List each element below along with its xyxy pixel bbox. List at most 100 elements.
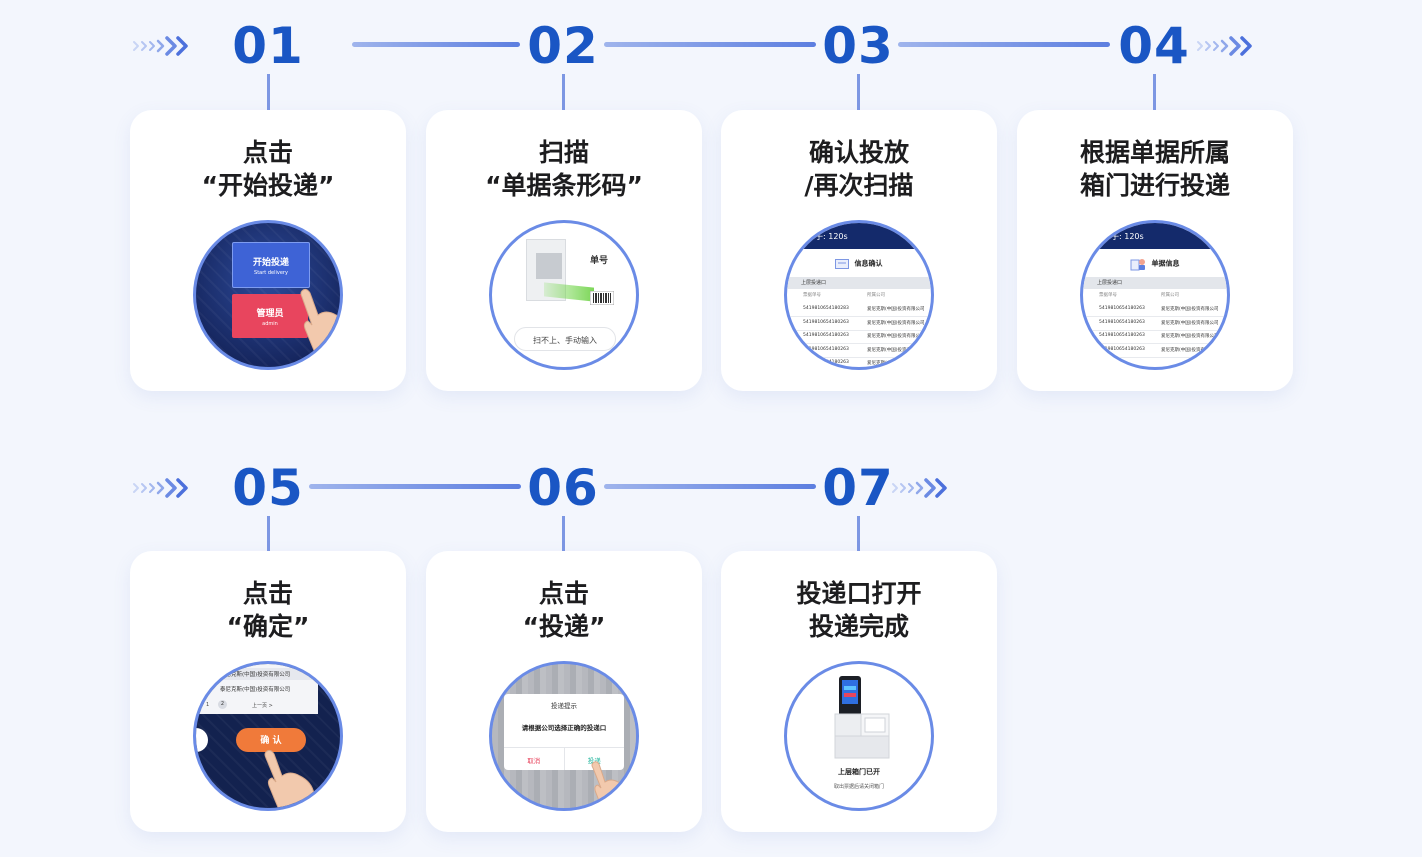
section-label: 上层投递口 — [1097, 280, 1123, 286]
row-company: 爱尼克斯(中国)投资有限公司 — [1161, 334, 1219, 339]
step-number-03: 03 — [822, 17, 894, 75]
step-title-line1: 点击 — [242, 138, 293, 167]
delivery-cabinet-icon — [834, 676, 890, 759]
stem-04 — [1153, 74, 1156, 116]
row-company: 爱尼克斯(中国)投资有限公司 — [867, 334, 925, 339]
trail-arrows-row2 — [891, 476, 957, 500]
step-title-line1: 投递口打开 — [796, 579, 922, 608]
row-order-number: 5419810654180263 — [1099, 319, 1145, 325]
step-title-line2: 投递完成 — [808, 612, 909, 641]
connector-05-06 — [309, 484, 521, 489]
step-illustration-07: 上层箱门已开 取出票据后请关闭箱门 — [784, 661, 934, 811]
list-item: 泰尼克斯(中国)投资有限公司 — [196, 683, 318, 695]
step-title-line1: 确认投放 — [808, 138, 909, 167]
step-title-line1: 点击 — [242, 579, 293, 608]
door-open-status: 上层箱门已开 — [838, 768, 880, 776]
step-illustration-02: 单号 扫不上、手动输入 — [489, 220, 639, 370]
row-order-number: 5419810654180263 — [803, 346, 849, 352]
section-label: 上层投递口 — [801, 280, 827, 286]
document-icon — [835, 258, 850, 269]
pointing-hand-icon — [591, 761, 631, 808]
table-row: 5419810654180263 爱尼克斯(中国)投资有限公司 — [1083, 303, 1227, 317]
deliver-button[interactable]: 投递 — [565, 748, 625, 770]
person-with-document-icon — [1130, 258, 1146, 270]
step-card-07: 投递口打开 投递完成 上层箱门已开 取出票据后请关闭箱门 — [721, 551, 997, 832]
step-title-line2: “确定” — [226, 612, 310, 641]
step-card-05: 点击 “确定” 泰尼克斯(中国)投资有限公司 泰尼克斯(中国)投资有限公司 1 … — [130, 551, 406, 832]
list-item-label: 泰尼克斯(中国)投资有限公司 — [220, 672, 291, 678]
cancel-label: 取消 — [527, 757, 541, 765]
connector-06-07 — [604, 484, 816, 489]
table-header: 票据单号 所属公司 — [1083, 291, 1227, 301]
table-row: 5419810654180263 爱尼克斯(中国)投资有限公司 — [787, 344, 931, 358]
stem-07 — [857, 516, 860, 558]
step-title-06: 点击 “投递” — [426, 577, 702, 643]
step-number-04: 04 — [1118, 17, 1190, 75]
step-title-05: 点击 “确定” — [130, 577, 406, 643]
col-company: 所属公司 — [867, 293, 885, 298]
delivery-dialog: 投递提示 请根据公司选择正确的投递口 取消 投递 — [504, 694, 624, 770]
countdown-timer: 子: 120s — [1111, 232, 1144, 241]
table-header: 票据单号 所属公司 — [787, 291, 931, 301]
countdown-timer: 子: 120s — [815, 232, 848, 241]
step-number-06: 06 — [527, 459, 599, 517]
order-number-label: 单号 — [590, 256, 609, 266]
start-delivery-button[interactable]: 开始投递 Start delivery — [232, 242, 310, 288]
step-title-07: 投递口打开 投递完成 — [721, 577, 997, 643]
row-order-number: 5419810654180263 — [1099, 306, 1145, 311]
cancel-button[interactable]: 取消 — [504, 748, 565, 770]
confirm-button[interactable]: 确 认 — [236, 728, 306, 752]
page-1[interactable]: 1 — [206, 702, 210, 708]
step-title-line1: 扫描 — [538, 138, 589, 167]
row-company: 爱尼克斯(中国)投资有限公司 — [1161, 347, 1219, 353]
dialog-title: 投递提示 — [551, 702, 577, 710]
start-delivery-label: 开始投递 — [252, 258, 289, 268]
admin-button[interactable]: 管理员 admin — [232, 294, 308, 338]
pointing-hand-icon — [264, 749, 317, 808]
step-illustration-01: 开始投递 Start delivery 管理员 admin — [193, 220, 343, 370]
step-title-01: 点击 “开始投递” — [130, 136, 406, 202]
prev-page-link[interactable]: 上一页 > — [252, 703, 273, 709]
row-company: 爱尼克斯(中国)投资有限公司 — [867, 347, 925, 353]
admin-sublabel: admin — [262, 321, 278, 327]
lead-arrows-row1 — [132, 34, 198, 58]
step-title-line2: /再次扫描 — [804, 171, 914, 200]
row-order-number: 5419810654180263 — [803, 333, 849, 338]
close-door-hint: 取出票据后请关闭箱门 — [833, 784, 884, 790]
deliver-label: 投递 — [587, 757, 601, 765]
step-illustration-04: 子: 120s 单据信息 上层投递口 票据单号 所属公司 54198106541… — [1080, 220, 1230, 370]
manual-input-label: 扫不上、手动输入 — [533, 336, 597, 345]
list-item: 泰尼克斯(中国)投资有限公司 — [196, 668, 318, 680]
step-card-06: 点击 “投递” 投递提示 请根据公司选择正确的投递口 取消 投递 — [426, 551, 702, 832]
step-title-line2: “投递” — [522, 612, 606, 641]
start-delivery-sublabel: Start delivery — [254, 270, 288, 276]
connector-01-02 — [352, 42, 520, 47]
step-title-line2: “开始投递” — [201, 171, 335, 200]
stem-01 — [267, 74, 270, 116]
table-row: 5419810654180263 爱尼克斯(中国)投资有限公司 — [787, 330, 931, 344]
step-card-02: 扫描 “单据条形码” 单号 扫不上、手动输入 — [426, 110, 702, 391]
document-info-title: 单据信息 — [1151, 259, 1180, 268]
screen-topbar: 子: 120s — [787, 223, 931, 249]
info-header: 单据信息 — [1083, 253, 1227, 273]
stem-05 — [267, 516, 270, 558]
step-illustration-06: 投递提示 请根据公司选择正确的投递口 取消 投递 — [489, 661, 639, 811]
section-bar: 上层投递口 — [1083, 277, 1227, 289]
screen-topbar: 子: 120s — [1083, 223, 1227, 249]
row-order-number: 5419810654180263 — [803, 319, 849, 325]
section-bar: 上层投递口 — [787, 277, 931, 289]
barcode-icon — [590, 291, 614, 305]
list-item-label: 泰尼克斯(中国)投资有限公司 — [220, 687, 291, 693]
page-2[interactable]: 2 — [218, 700, 227, 709]
table-row: 5419810654180263 爱尼克斯(中国)投资有限公司 — [787, 317, 931, 331]
row-company: 爱尼克斯(中国)投资有限公司 — [1161, 307, 1219, 312]
manual-input-button[interactable]: 扫不上、手动输入 — [514, 327, 616, 351]
step-illustration-05: 泰尼克斯(中国)投资有限公司 泰尼克斯(中国)投资有限公司 1 2 上一页 > … — [193, 661, 343, 811]
step-card-04: 根据单据所属 箱门进行投递 子: 120s 单据信息 上层投递口 票据单号 所属… — [1017, 110, 1293, 391]
row-company: 爱尼克斯(中国)投资有限公司 — [867, 320, 925, 326]
